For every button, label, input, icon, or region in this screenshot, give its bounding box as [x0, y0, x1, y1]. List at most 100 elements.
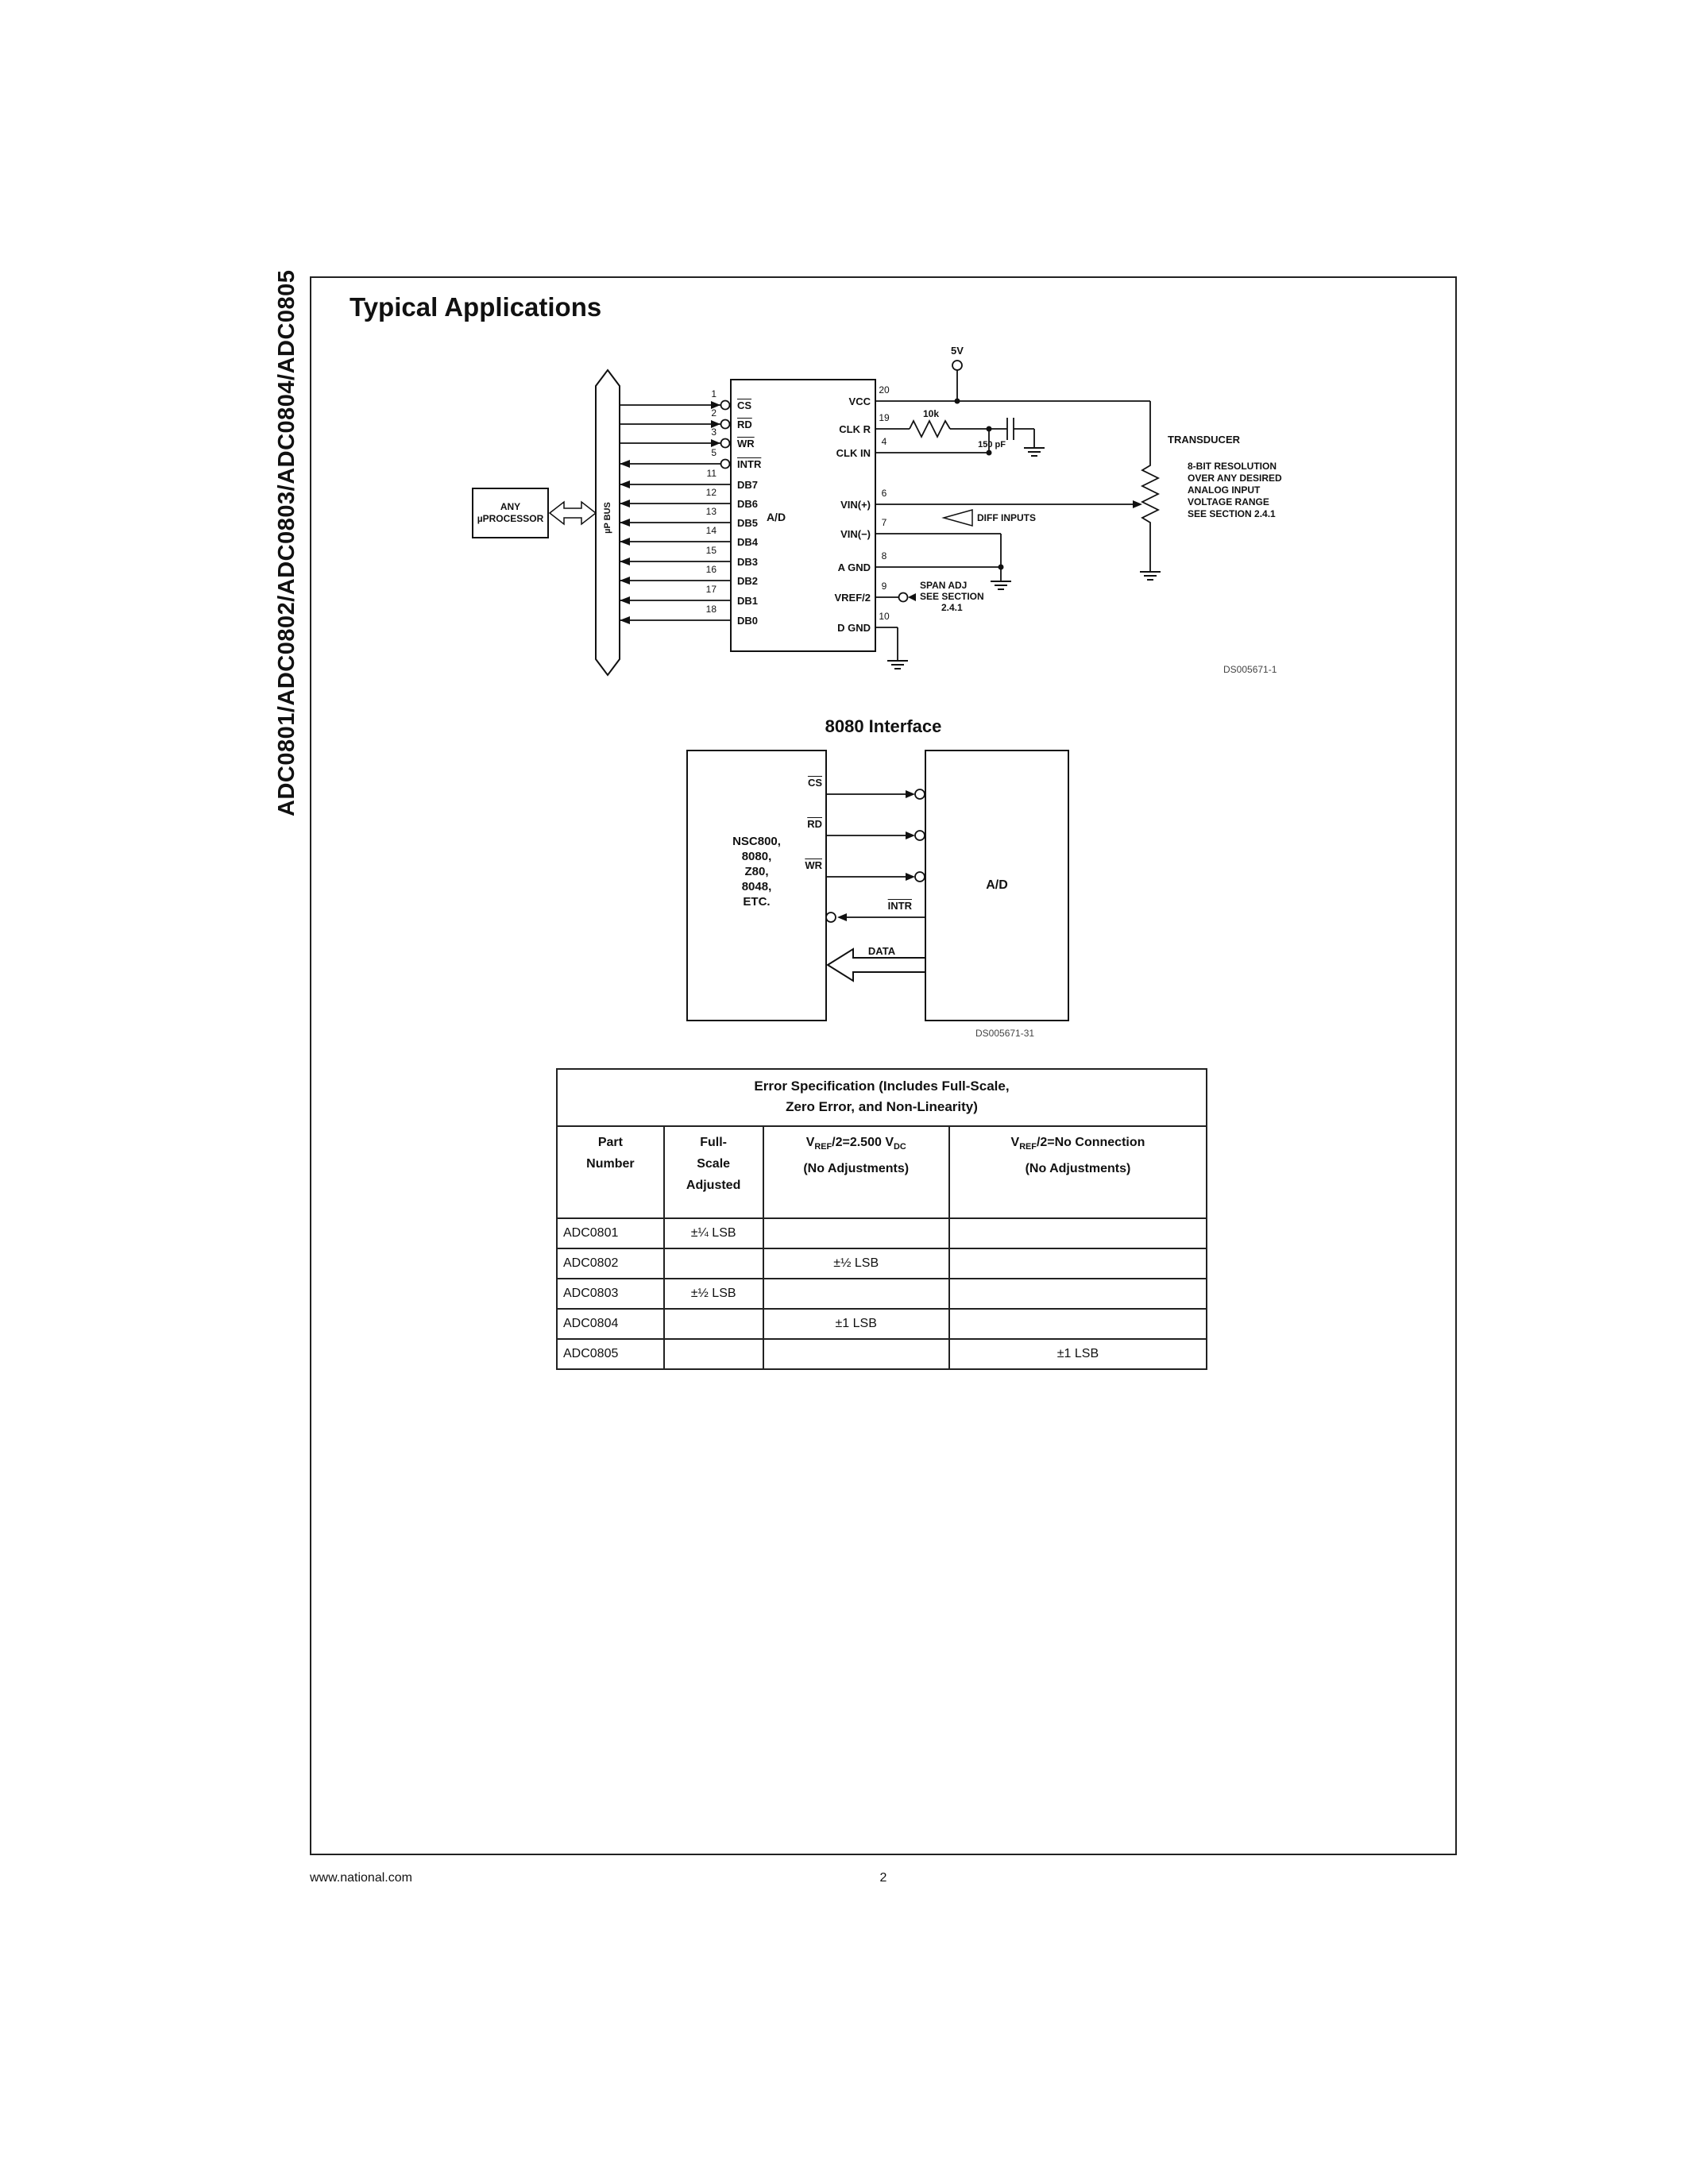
figure-id-label: DS005671-1 — [1223, 664, 1277, 675]
interface-8080-diagram: 8080 Interface NSC800, 8080, Z80, — [310, 715, 1457, 1056]
pin-label-db0: DB0 — [737, 615, 759, 627]
vref-nc-cell: ±1 LSB — [948, 1338, 1208, 1370]
vref-value: /2=2.500 V — [832, 1136, 894, 1149]
adc-chip-outline — [472, 379, 876, 652]
table-title-line2: Zero Error, and Non-Linearity) — [786, 1099, 978, 1114]
cpu-line: Z80, — [744, 865, 769, 878]
col-header-part-number: Part Number — [556, 1125, 665, 1219]
vref-nc-cell — [948, 1217, 1208, 1249]
adc-chip-label: A/D — [766, 511, 786, 523]
circuit-wiring-svg — [472, 360, 1161, 677]
full-scale-cell — [662, 1248, 764, 1279]
note-line: SEE SECTION 2.4.1 — [1188, 508, 1276, 519]
full-scale-cell — [662, 1338, 764, 1370]
note-line: 8-BIT RESOLUTION — [1188, 461, 1277, 472]
footer-url: www.national.com — [310, 1871, 412, 1885]
pin-number: 8 — [881, 550, 887, 561]
side-part-numbers-label: ADC0801/ADC0802/ADC0803/ADC0804/ADC0805 — [274, 269, 299, 816]
pin-number: 18 — [705, 604, 717, 615]
vref-2500-cell: ±1 LSB — [762, 1308, 950, 1340]
pin-label-clk-r: CLK R — [839, 423, 871, 435]
pin-number: 6 — [881, 488, 887, 499]
pin-number: 9 — [881, 581, 887, 592]
supply-5v-label: 5V — [951, 345, 964, 357]
header-line: (No Adjustments) — [1025, 1162, 1131, 1176]
note-line: ANALOG INPUT — [1188, 484, 1261, 496]
microprocessor-box: ANY µPROCESSOR — [473, 501, 548, 525]
page-frame — [310, 276, 1457, 1855]
pin-label-vref2: VREF/2 — [834, 592, 871, 604]
pin-label-db3: DB3 — [737, 556, 759, 568]
col-header-full-scale: Full- Scale Adjusted — [662, 1125, 764, 1219]
pin-label-intr: INTR — [737, 458, 762, 470]
data-bus-arrow — [826, 947, 926, 982]
figure-id-label: DS005671-31 — [975, 1028, 1035, 1039]
vref-2500-cell — [762, 1217, 950, 1249]
interface-arrowheads — [837, 790, 915, 921]
vref-symbol: V — [805, 1136, 815, 1149]
pin-label-cs: CS — [737, 399, 752, 411]
pin-number: 2 — [711, 407, 717, 419]
microprocessor-label-line2: µPROCESSOR — [477, 513, 544, 524]
span-adj-line: 2.4.1 — [941, 602, 963, 613]
vref-nc-cell — [948, 1248, 1208, 1279]
span-adj-line: SEE SECTION — [920, 591, 984, 602]
pin-label-db7: DB7 — [737, 479, 759, 491]
page-title: Typical Applications — [350, 292, 602, 322]
arrowheads-and-junctions — [620, 398, 1142, 624]
pin-number: 19 — [879, 412, 890, 423]
signal-data-label: DATA — [867, 945, 896, 957]
vref-2500-cell — [762, 1278, 950, 1310]
table-row: ADC0801 ±¼ LSB — [556, 1217, 1208, 1249]
header-line: (No Adjustments) — [803, 1162, 910, 1176]
diff-inputs-pointer — [941, 509, 973, 527]
pin-label-db5: DB5 — [737, 517, 759, 529]
vref-nc-cell — [948, 1278, 1208, 1310]
capacitor-value-label: 150 pF — [978, 440, 1006, 450]
cpu-line: NSC800, — [732, 835, 781, 848]
vref-subscript: REF — [1019, 1142, 1037, 1152]
table-title: Error Specification (Includes Full-Scale… — [556, 1068, 1207, 1127]
span-adjust-note: SPAN ADJ SEE SECTION 2.4.1 — [920, 580, 984, 613]
microprocessor-label-line1: ANY — [500, 501, 521, 512]
pin-number: 3 — [711, 426, 717, 438]
signal-wr-label: WR — [805, 859, 822, 871]
pin-number: 7 — [881, 517, 887, 528]
cpu-line: ETC. — [743, 895, 771, 909]
error-spec-table: Error Specification (Includes Full-Scale… — [556, 1068, 1208, 1370]
vref-2500-cell — [762, 1338, 950, 1370]
resolution-note: 8-BIT RESOLUTION OVER ANY DESIRED ANALOG… — [1188, 461, 1282, 520]
header-line: VREF/2=2.500 VDC — [764, 1132, 948, 1158]
note-line: VOLTAGE RANGE — [1188, 496, 1269, 507]
pin-label-db1: DB1 — [737, 595, 759, 607]
wires — [620, 370, 1161, 661]
pin-number: 4 — [881, 436, 887, 447]
typical-application-circuit: 5V ANY µPROCESSOR µP BUS A/D 1 2 3 5 11 … — [310, 341, 1457, 723]
pin-number: 20 — [879, 384, 890, 396]
header-line: Adjusted — [686, 1179, 741, 1192]
pin-label-db6: DB6 — [737, 498, 759, 510]
interface-bubbles — [825, 789, 925, 923]
part-number-cell: ADC0805 — [556, 1338, 665, 1370]
signal-cs-label: CS — [807, 777, 822, 789]
part-number-cell: ADC0804 — [556, 1308, 665, 1340]
ground-symbols — [887, 447, 1161, 669]
table-row: ADC0803 ±½ LSB — [556, 1278, 1208, 1310]
table-row: ADC0802 ±½ LSB — [556, 1248, 1208, 1279]
pin-label-wr: WR — [737, 438, 755, 450]
header-line: Part — [597, 1136, 623, 1149]
header-line: Full- — [700, 1136, 727, 1149]
pin-number: 16 — [705, 564, 717, 575]
part-number-cell: ADC0803 — [556, 1278, 665, 1310]
full-scale-cell: ±½ LSB — [662, 1278, 764, 1310]
pin-number: 10 — [879, 611, 890, 622]
full-scale-cell — [662, 1308, 764, 1340]
signal-intr-label: INTR — [887, 900, 912, 912]
table-row: ADC0805 ±1 LSB — [556, 1338, 1208, 1370]
pin-number: 17 — [705, 584, 717, 595]
note-line: OVER ANY DESIRED — [1188, 473, 1282, 484]
part-number-cell: ADC0802 — [556, 1248, 665, 1279]
vref-2500-cell: ±½ LSB — [762, 1248, 950, 1279]
header-line: VREF/2=No Connection — [950, 1132, 1206, 1158]
transducer-label: TRANSDUCER — [1168, 434, 1240, 446]
